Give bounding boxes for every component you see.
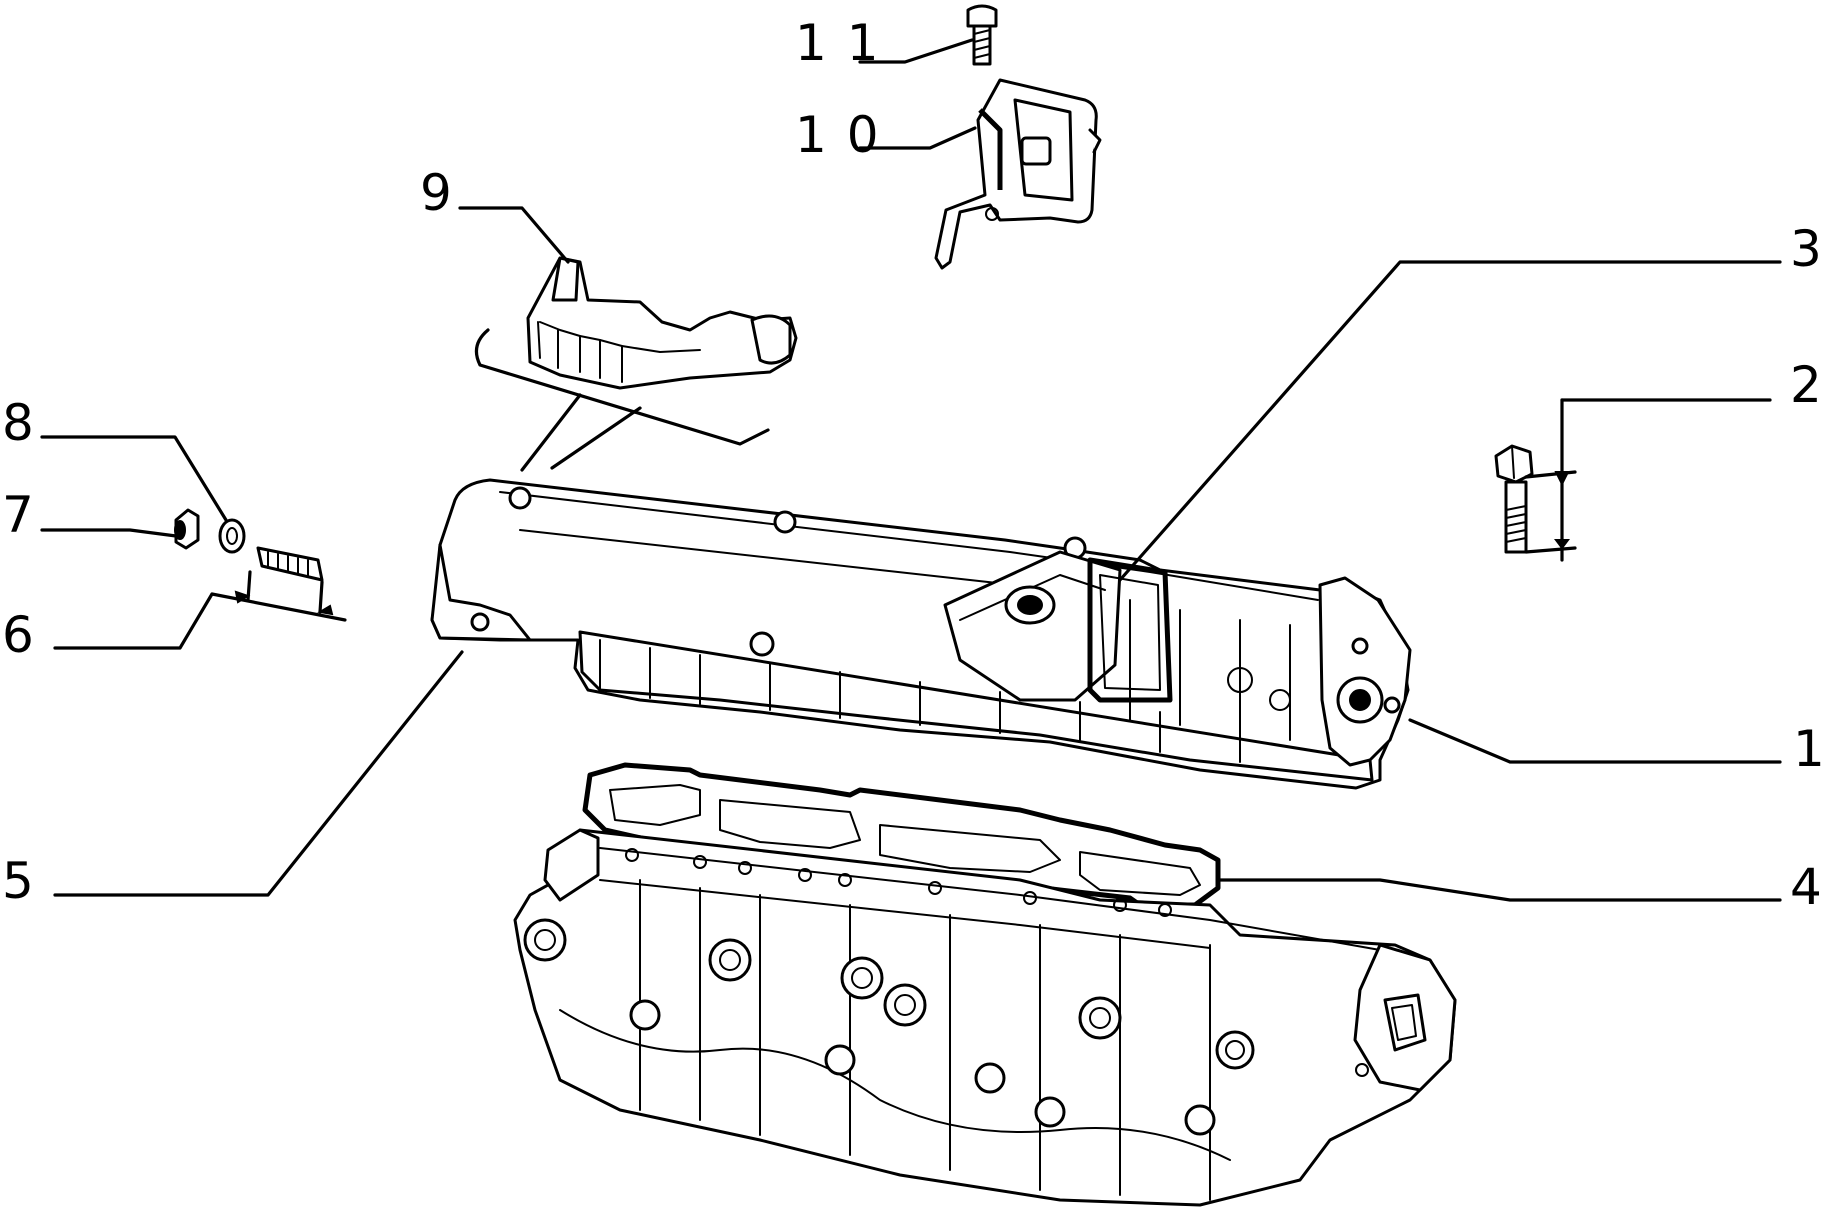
reference-guide-lines xyxy=(474,328,770,472)
callout-7: 7 xyxy=(2,486,36,544)
callout-8: 8 xyxy=(2,394,36,452)
callout-6: 6 xyxy=(2,606,36,664)
callout-9: 9 xyxy=(420,164,454,222)
callout-1: 1 xyxy=(1793,720,1827,778)
part-8-washer xyxy=(218,518,246,554)
part-6-stud xyxy=(210,546,347,622)
callout-10: 1 0 xyxy=(795,106,881,164)
part-2-bolt xyxy=(1494,398,1577,562)
callout-2: 2 xyxy=(1790,356,1824,414)
part-7-nut xyxy=(174,508,200,550)
cylinder-head xyxy=(513,828,1457,1207)
part-10-bracket xyxy=(934,78,1102,270)
part-3-gasket xyxy=(1087,557,1173,703)
part-9-bracket xyxy=(526,256,798,390)
callout-4: 4 xyxy=(1790,858,1824,916)
part-1-cover xyxy=(430,478,1412,790)
part-11-bolt xyxy=(966,4,998,66)
callout-labels: 1 1 1 0 9 3 2 1 4 8 7 6 5 xyxy=(2,14,1827,916)
leader-lines xyxy=(40,38,1782,902)
callout-11: 1 1 xyxy=(795,14,881,72)
callout-5: 5 xyxy=(2,852,36,910)
callout-3: 3 xyxy=(1790,220,1824,278)
